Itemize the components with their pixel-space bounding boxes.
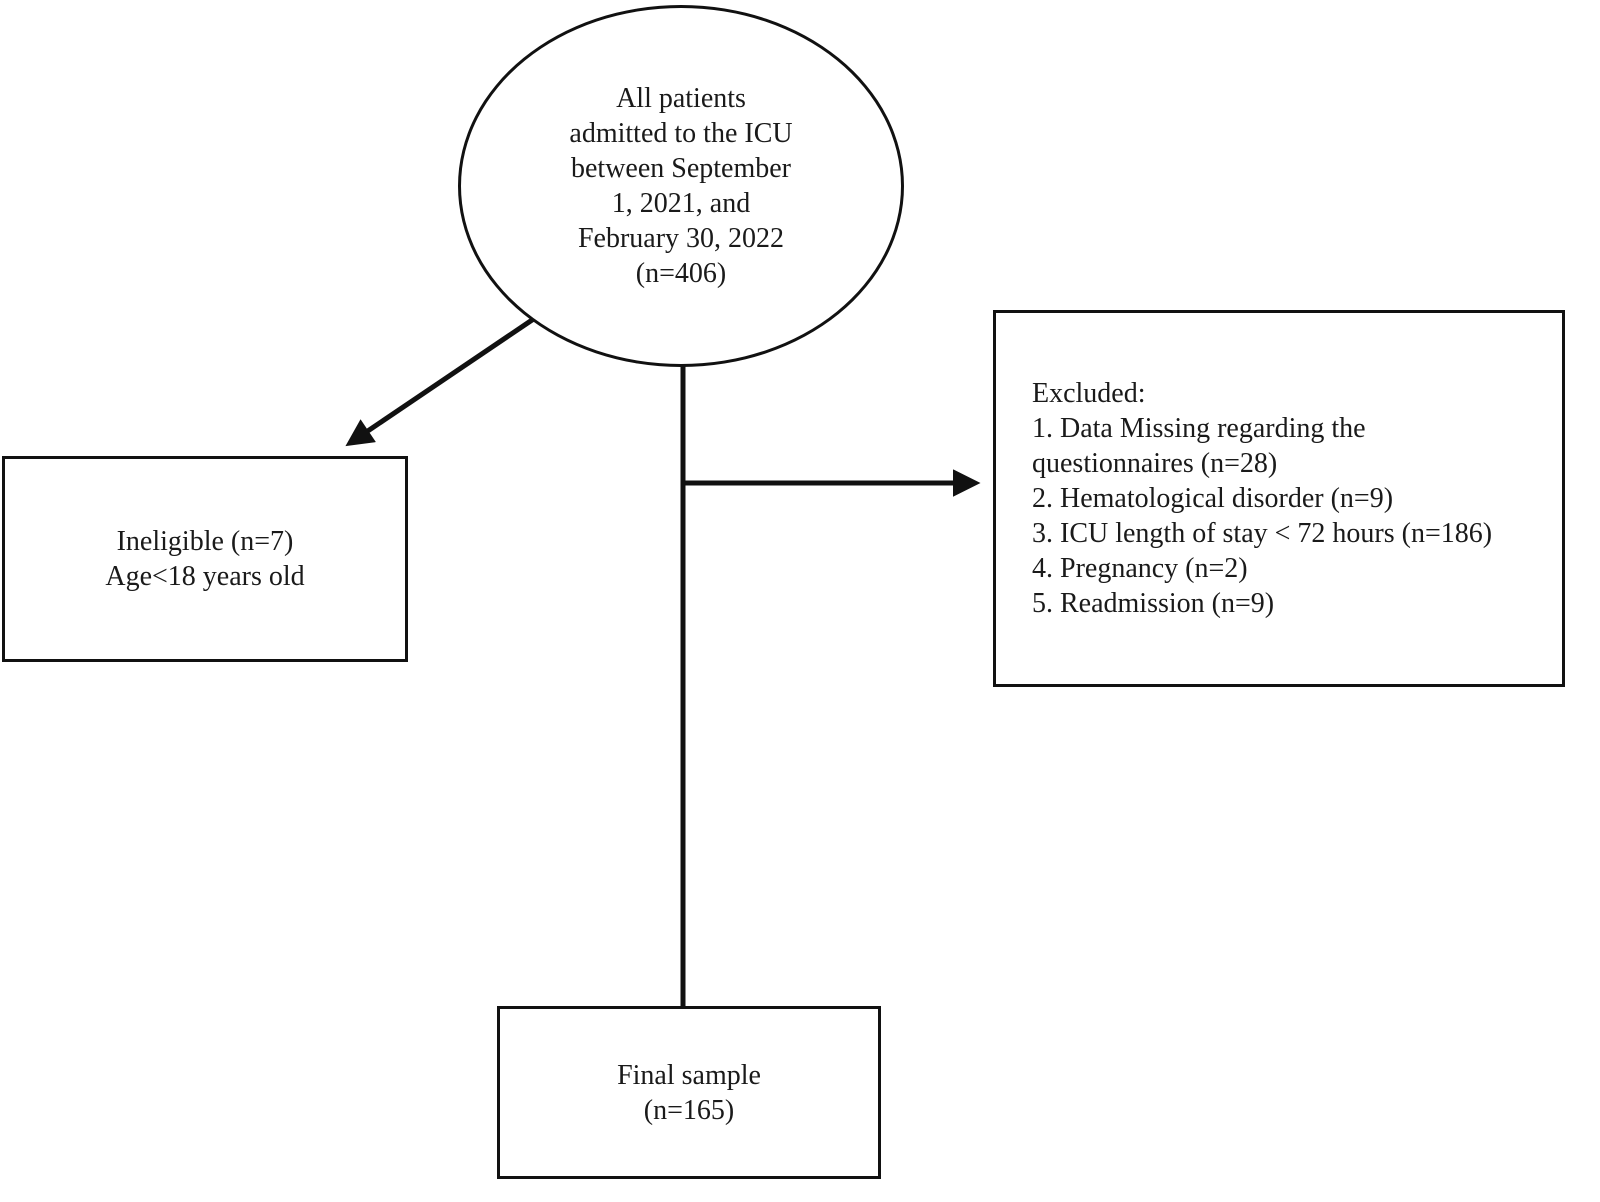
node-excluded: Excluded: 1. Data Missing regarding the … [993,310,1565,687]
arrow-to-ineligible [345,315,537,447]
node-ineligible: Ineligible (n=7) Age<18 years old [2,456,408,662]
node-all-patients: All patients admitted to the ICU between… [458,5,904,367]
node-all-patients-text: All patients admitted to the ICU between… [569,83,793,289]
node-ineligible-text: Ineligible (n=7) Age<18 years old [105,526,305,592]
node-excluded-text: Excluded: 1. Data Missing regarding the … [1032,378,1493,619]
node-final-sample-text: Final sample (n=165) [617,1059,761,1126]
node-final-sample: Final sample (n=165) [497,1006,881,1179]
